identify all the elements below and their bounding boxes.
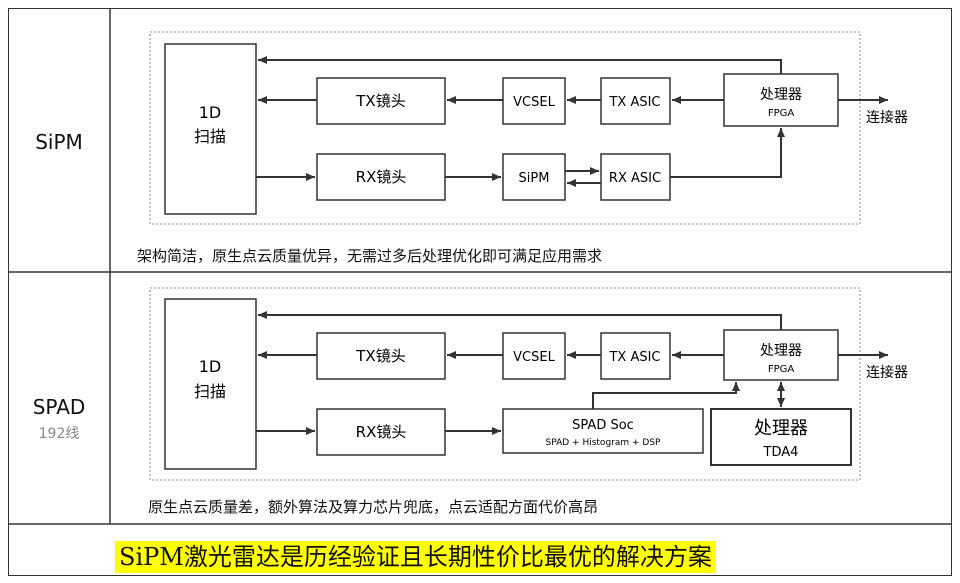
sipm-rx-asic-box [600, 153, 671, 201]
sipm-processor-box [723, 73, 839, 127]
spad-tx-lens-box [316, 332, 446, 380]
spad-scan-box [164, 298, 257, 470]
sipm-tx-asic-label: TX ASIC [608, 95, 660, 110]
spad-processor2-label: 处理器 [754, 418, 808, 439]
spad-processor-sub: FPGA [768, 364, 795, 375]
sipm-rx-lens-label: RX镜头 [356, 168, 407, 186]
sipm-rx-asic-label: RX ASIC [609, 171, 661, 186]
sipm-connector-label: 连接器 [866, 109, 908, 126]
spad-soc-sub: SPAD + Histogram + DSP [546, 438, 662, 448]
sipm-caption: 架构简洁，原生点云质量优异，无需过多后处理优化即可满足应用需求 [137, 247, 603, 265]
sipm-dashed-boundary [149, 31, 861, 225]
sipm-tx-lens-label: TX镜头 [355, 92, 405, 110]
spad-soc-box [502, 408, 704, 454]
spad-dashed-boundary [149, 287, 861, 481]
spad-rx-lens-label: RX镜头 [356, 423, 407, 441]
sipm-tx-lens-box [316, 77, 446, 125]
spad-soc-label: SPAD Soc [572, 418, 634, 433]
spad-row-subtitle: 192线 [38, 426, 80, 442]
sipm-detector-label: SiPM [519, 171, 550, 186]
spad-caption: 原生点云质量差，额外算法及算力芯片兜底，点云适配方面代价高昂 [148, 498, 599, 516]
spad-connector-label: 连接器 [866, 364, 908, 381]
sipm-vcsel-label: VCSEL [513, 95, 555, 110]
spad-arrow-soc-proc [592, 382, 740, 409]
spad-processor2-box [710, 408, 852, 466]
conclusion-banner: SiPM激光雷达是历经验证且长期性价比最优的解决方案 [115, 541, 716, 573]
sipm-processor-label: 处理器 [760, 87, 802, 103]
spad-processor2-sub: TDA4 [763, 445, 799, 460]
spad-vcsel-box [502, 332, 566, 380]
sipm-vcsel-box [502, 77, 566, 125]
table-frame [8, 8, 952, 576]
spad-tx-asic-label: TX ASIC [608, 350, 660, 365]
sipm-arrow-top-feedback [258, 56, 782, 74]
sipm-processor-sub: FPGA [768, 108, 795, 119]
spad-scan-line1: 1D [199, 357, 222, 376]
spad-scan-line2: 扫描 [194, 382, 226, 401]
sipm-row-title: SiPM [35, 130, 83, 154]
sipm-arrow-rxasic-proc [670, 128, 785, 178]
spad-processor-label: 处理器 [760, 343, 802, 359]
sipm-scan-line2: 扫描 [194, 127, 226, 146]
spad-row-title: SPAD [32, 395, 86, 419]
spad-tx-lens-label: TX镜头 [355, 347, 405, 365]
sipm-scan-box [164, 43, 257, 215]
spad-arrow-top-feedback [258, 311, 782, 330]
sipm-scan-line1: 1D [199, 103, 222, 122]
sipm-tx-asic-box [600, 77, 671, 125]
spad-vcsel-label: VCSEL [513, 350, 555, 365]
sipm-detector-box [502, 153, 566, 201]
